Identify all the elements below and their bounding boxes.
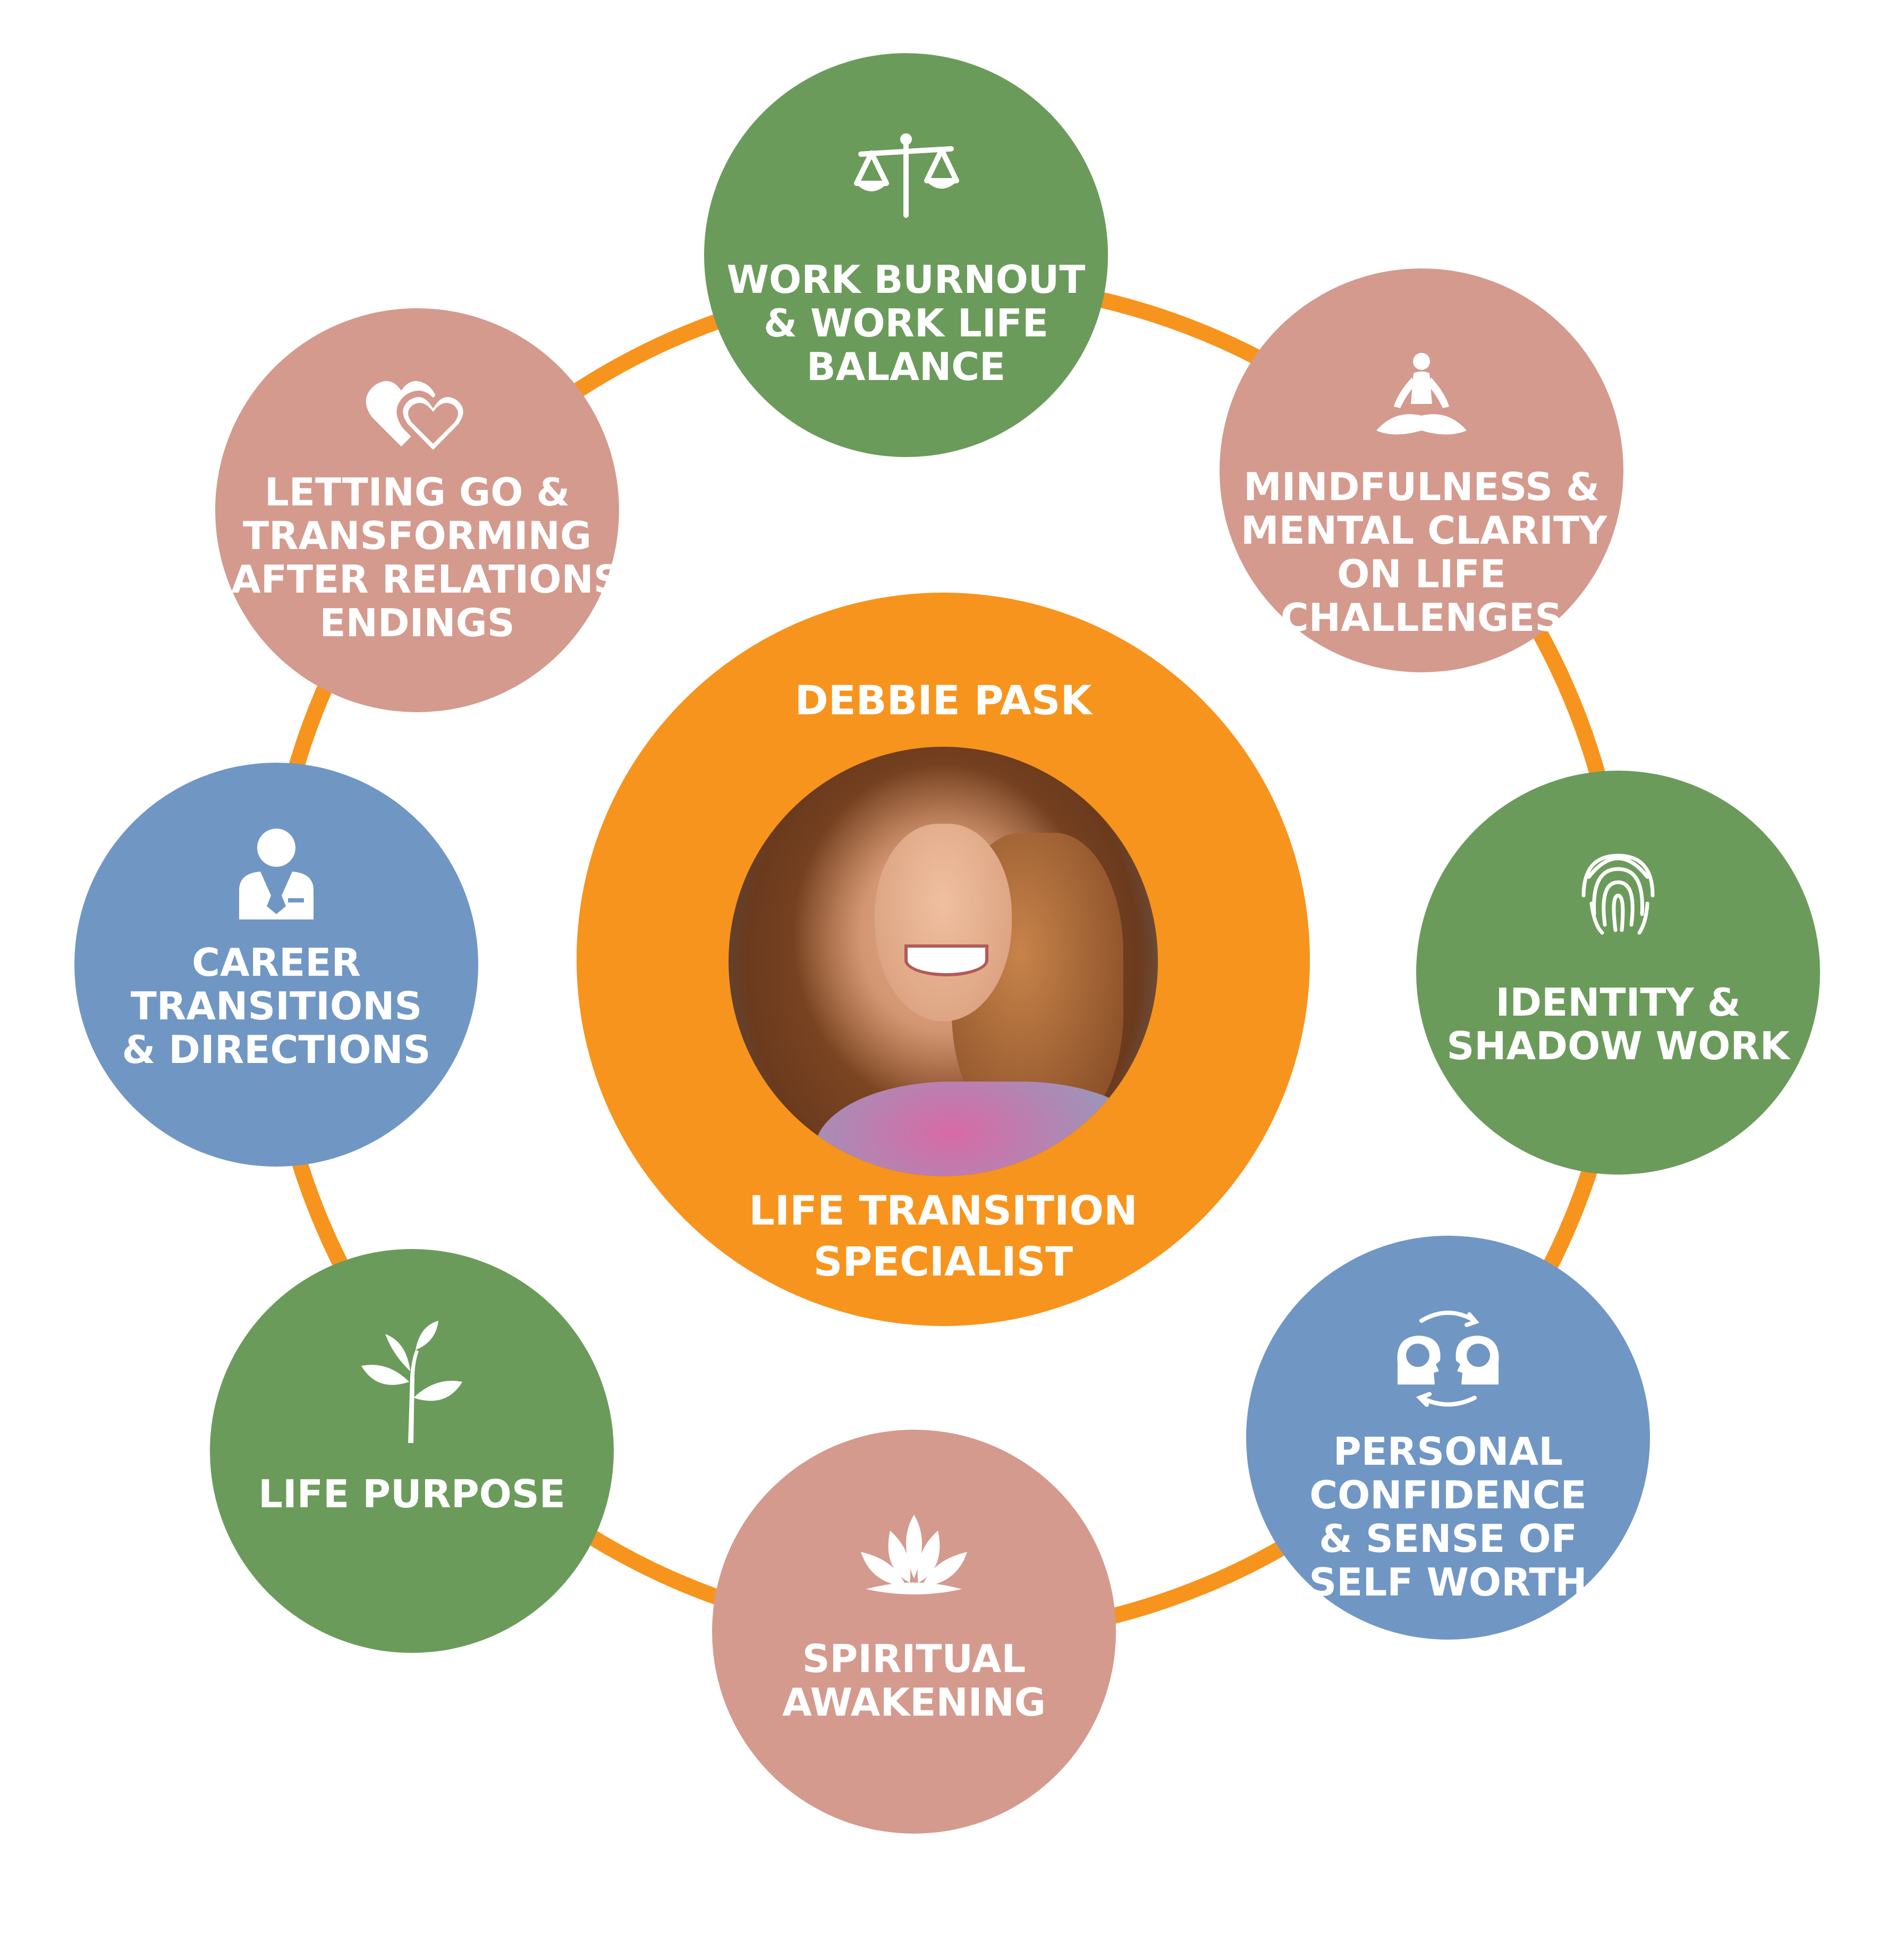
confidence-line-2: CONFIDENCE	[1309, 1473, 1587, 1517]
node-career: CAREER TRANSITIONS & DIRECTIONS	[74, 763, 478, 1167]
center-role-line1: LIFE TRANSITION	[749, 1187, 1138, 1234]
career-line-2: TRANSITIONS	[130, 984, 422, 1028]
purpose-line-1: LIFE PURPOSE	[258, 1472, 565, 1516]
career-label: CAREER TRANSITIONS & DIRECTIONS	[96, 941, 457, 1071]
mindfulness-line-2: MENTAL CLARITY	[1241, 508, 1607, 553]
center-role: LIFE TRANSITION SPECIALIST	[577, 1185, 1310, 1287]
life-purpose-label: LIFE PURPOSE	[231, 1472, 593, 1516]
meditation-icon	[1376, 353, 1467, 435]
spiritual-line-2: AWAKENING	[782, 1680, 1046, 1725]
mindfulness-label: MINDFULNESS & MENTAL CLARITY ON LIFE CHA…	[1241, 465, 1607, 640]
confidence-line-4: SELF WORTH	[1309, 1560, 1587, 1605]
photo-face	[874, 824, 1012, 1022]
spiritual-label: SPIRITUAL AWAKENING	[733, 1637, 1095, 1724]
career-line-3: & DIRECTIONS	[122, 1027, 431, 1072]
work-burnout-label: WORK BURNOUT & WORK LIFE BALANCE	[725, 258, 1087, 389]
center-circle: DEBBIE PASK LIFE TRANSITION SPECIALIST	[577, 593, 1310, 1326]
confidence-line-1: PERSONAL	[1333, 1429, 1563, 1474]
letting-go-line-1: LETTING GO &	[264, 470, 570, 514]
confidence-line-3: & SENSE OF	[1319, 1516, 1577, 1561]
letting-go-line-4: ENDINGS	[319, 601, 515, 645]
scales-icon	[854, 133, 959, 218]
center-name: DEBBIE PASK	[794, 677, 1092, 724]
letting-go-line-3: AFTER RELATIONSHIP	[231, 557, 696, 602]
confidence-label: PERSONAL CONFIDENCE & SENSE OF SELF WORT…	[1267, 1430, 1629, 1604]
node-identity: IDENTITY & SHADOW WORK	[1416, 771, 1820, 1175]
work-line-1: WORK BURNOUT	[726, 257, 1086, 302]
spiritual-line-1: SPIRITUAL	[802, 1636, 1026, 1681]
node-mindfulness: MINDFULNESS & MENTAL CLARITY ON LIFE CHA…	[1220, 268, 1623, 672]
work-line-2: & WORK LIFE	[764, 301, 1048, 345]
fingerprint-icon	[1581, 854, 1655, 935]
identity-line-1: IDENTITY &	[1495, 980, 1741, 1025]
heads-exchange-icon	[1397, 1311, 1499, 1407]
node-work-burnout: WORK BURNOUT & WORK LIFE BALANCE	[704, 53, 1108, 457]
photo-shirt	[814, 1082, 1158, 1176]
career-line-1: CAREER	[192, 940, 361, 985]
letting-go-line-2: TRANSFORMING	[242, 513, 591, 558]
mindfulness-line-1: MINDFULNESS &	[1243, 465, 1600, 509]
photo-smile	[904, 944, 988, 977]
portrait-photo	[729, 747, 1158, 1176]
letting-go-label: LETTING GO & TRANSFORMING AFTER RELATION…	[231, 470, 696, 645]
sprout-icon	[361, 1321, 462, 1443]
mindfulness-line-4: CHALLENGES	[1280, 595, 1563, 640]
node-life-purpose: LIFE PURPOSE	[210, 1249, 614, 1653]
work-line-3: BALANCE	[806, 344, 1006, 389]
identity-label: IDENTITY & SHADOW WORK	[1437, 981, 1799, 1068]
businessman-icon	[239, 829, 314, 919]
mindfulness-line-3: ON LIFE	[1337, 552, 1506, 596]
hearts-icon	[366, 381, 470, 457]
lotus-icon	[861, 1515, 967, 1594]
center-role-line2: SPECIALIST	[813, 1238, 1073, 1285]
identity-line-2: SHADOW WORK	[1446, 1024, 1790, 1068]
node-spiritual: SPIRITUAL AWAKENING	[712, 1430, 1116, 1834]
node-confidence: PERSONAL CONFIDENCE & SENSE OF SELF WORT…	[1246, 1236, 1650, 1640]
node-letting-go: LETTING GO & TRANSFORMING AFTER RELATION…	[215, 308, 696, 712]
